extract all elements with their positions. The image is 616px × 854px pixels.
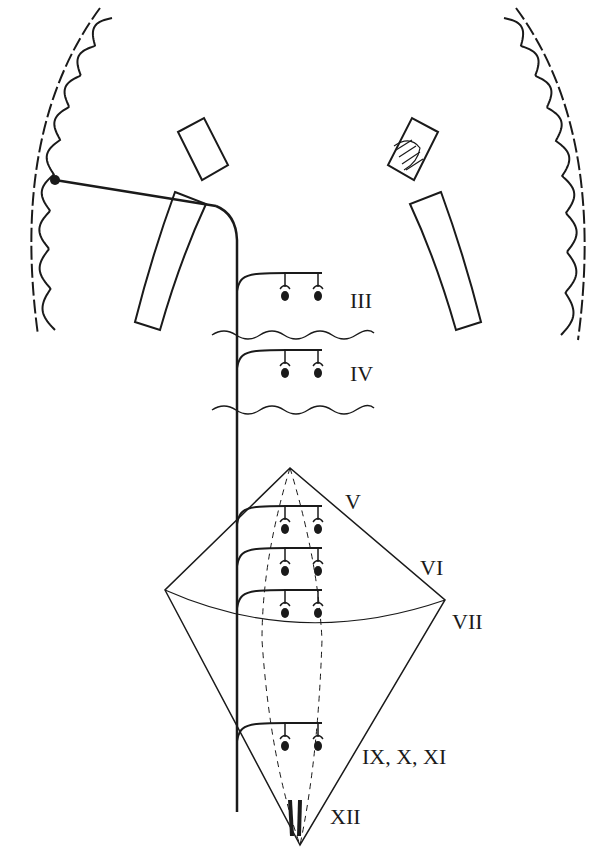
- nucleus-pair: [237, 273, 323, 301]
- cortex-outline: [31, 8, 100, 335]
- lesion-hatch: [394, 140, 423, 170]
- pons-medulla-outline: [165, 468, 445, 845]
- cranial-nerve-label: XII: [330, 805, 361, 829]
- cranial-nerve-label: IX, X, XI: [362, 745, 446, 769]
- cortical-fibre: [55, 180, 216, 206]
- nucleus-pair: [237, 548, 323, 576]
- level-line: [212, 330, 374, 339]
- cranial-nerve-label: VII: [452, 610, 483, 634]
- nucleus-pair: [237, 590, 323, 618]
- hypoglossal-nucleus: [290, 800, 292, 836]
- capsule-block: [178, 118, 228, 180]
- cortex-outline: [516, 8, 585, 340]
- cranial-nerve-label: VI: [420, 556, 443, 580]
- pons-border: [165, 590, 445, 623]
- cranial-nerve-label: IV: [350, 362, 373, 386]
- cranial-nerve-label: III: [350, 289, 372, 313]
- nucleus-pair: [237, 506, 323, 534]
- nucleus-pair: [237, 350, 323, 378]
- level-line: [212, 405, 374, 414]
- midline: [262, 468, 300, 845]
- midline: [290, 468, 322, 845]
- cranial-nerve-label: V: [345, 490, 361, 514]
- capsule-block: [388, 118, 438, 180]
- cortex-gyri: [504, 18, 577, 335]
- nucleus-pair: [237, 723, 323, 751]
- cortex-gyri: [39, 18, 112, 330]
- capsule-band: [410, 192, 481, 330]
- hypoglossal-nucleus: [299, 800, 300, 836]
- capsule-band: [135, 192, 206, 330]
